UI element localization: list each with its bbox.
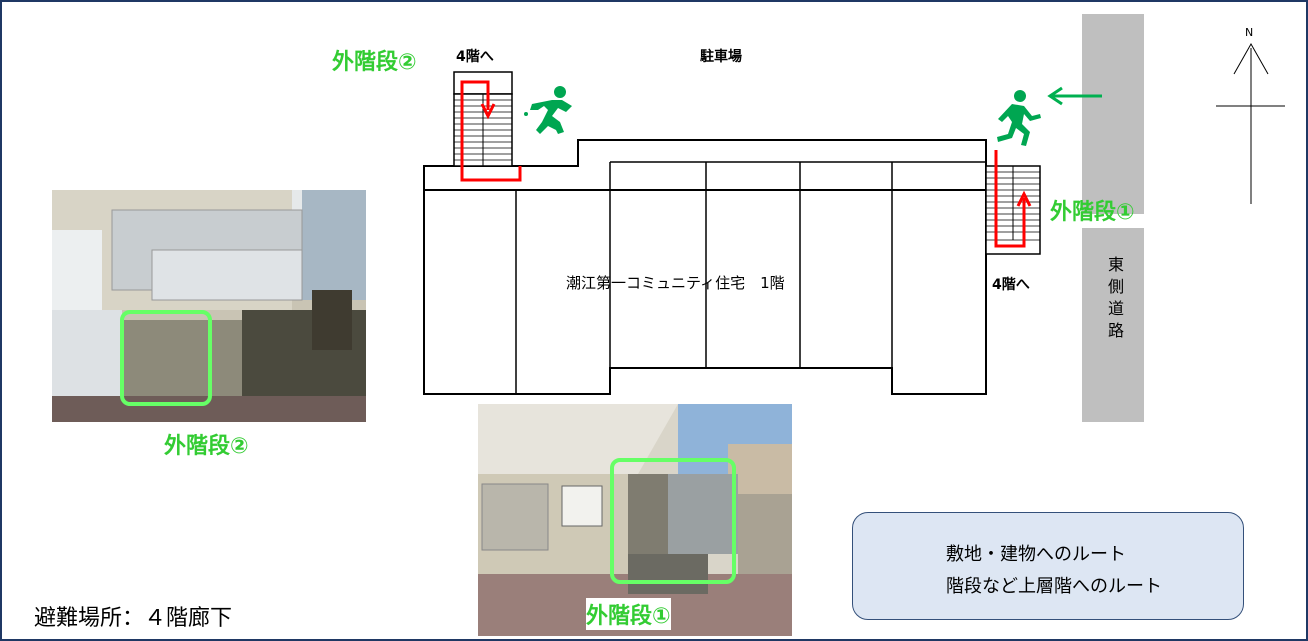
east-road-lower	[1082, 228, 1144, 422]
running-person-icon	[997, 90, 1041, 146]
north-compass-icon	[1216, 42, 1285, 204]
stair-1-label: 外階段①	[1050, 200, 1135, 225]
legend-item-site-route: 敷地・建物へのルート	[946, 544, 1126, 565]
stair-1-highlight	[610, 458, 736, 584]
photo-1-caption: 外階段①	[586, 598, 671, 630]
building-outline	[423, 139, 987, 395]
east-road-upper	[1082, 14, 1144, 214]
east-road-label: 東側道路	[1105, 256, 1124, 344]
running-person-icon	[524, 86, 572, 134]
stair-1-drawing	[985, 150, 1041, 255]
legend	[852, 512, 1244, 620]
legend-item-upper-floor-route: 階段など上層階へのルート	[946, 576, 1162, 597]
evacuation-place: 避難場所：４階廊下	[34, 606, 233, 631]
photo-2-caption: 外階段②	[164, 434, 249, 459]
stair-1-photo	[478, 404, 792, 636]
stair-1-floor-label: 4階へ	[992, 277, 1030, 293]
stair-2-floor-label: 4階へ	[456, 49, 494, 65]
stair-2-label: 外階段②	[332, 50, 417, 75]
building-name: 潮江第一コミュニティ住宅 1階	[566, 274, 785, 292]
north-label: N	[1245, 26, 1254, 39]
green-route-arrow	[1047, 86, 1102, 106]
stair-2-drawing	[453, 71, 522, 182]
parking-label: 駐車場	[700, 49, 742, 65]
stair-2-highlight	[120, 310, 212, 406]
